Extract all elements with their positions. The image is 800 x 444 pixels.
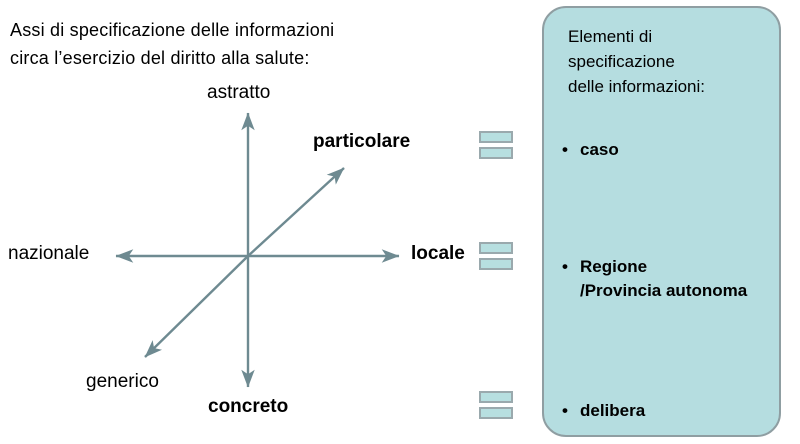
axis-label-astratto: astratto (207, 82, 271, 103)
axis-line-diagonal-up (247, 167, 345, 257)
list-item: • caso (558, 138, 774, 162)
elements-panel-title: Elementi di specificazione delle informa… (568, 27, 706, 96)
axis-label-concreto: concreto (208, 396, 289, 417)
stacked-bars-icon-bar-upper (479, 391, 513, 403)
bullet-icon: • (562, 140, 568, 159)
axis-line-diagonal-down (144, 255, 249, 358)
stacked-bars-icon-bar-lower (479, 407, 513, 419)
stacked-bars-icon (479, 391, 513, 419)
axis-label-particolare: particolare (313, 131, 411, 152)
axis-label-nazionale: nazionale (8, 243, 90, 264)
stacked-bars-icon-bar-lower (479, 147, 513, 159)
axes-diagram (115, 112, 400, 388)
list-item-label: delibera (580, 401, 646, 420)
bullet-icon: • (562, 257, 568, 276)
list-item-label: Regione /Provincia autonoma (580, 257, 748, 300)
stacked-bars-icon-bar-lower (479, 258, 513, 270)
page-title: Assi di specificazione delle informazion… (10, 20, 335, 68)
stacked-bars-icon (479, 242, 513, 270)
list-item-label: caso (580, 140, 619, 159)
axis-label-generico: generico (86, 371, 159, 392)
stacked-bars-icon-bar-upper (479, 242, 513, 254)
stacked-bars-icon (479, 131, 513, 159)
list-item: • Regione /Provincia autonoma (558, 255, 774, 303)
axis-label-locale: locale (411, 243, 465, 264)
stacked-bars-icon-bar-upper (479, 131, 513, 143)
bullet-icon: • (562, 401, 568, 420)
list-item: • delibera (558, 399, 774, 423)
elements-panel: Elementi di specificazione delle informa… (542, 6, 781, 437)
